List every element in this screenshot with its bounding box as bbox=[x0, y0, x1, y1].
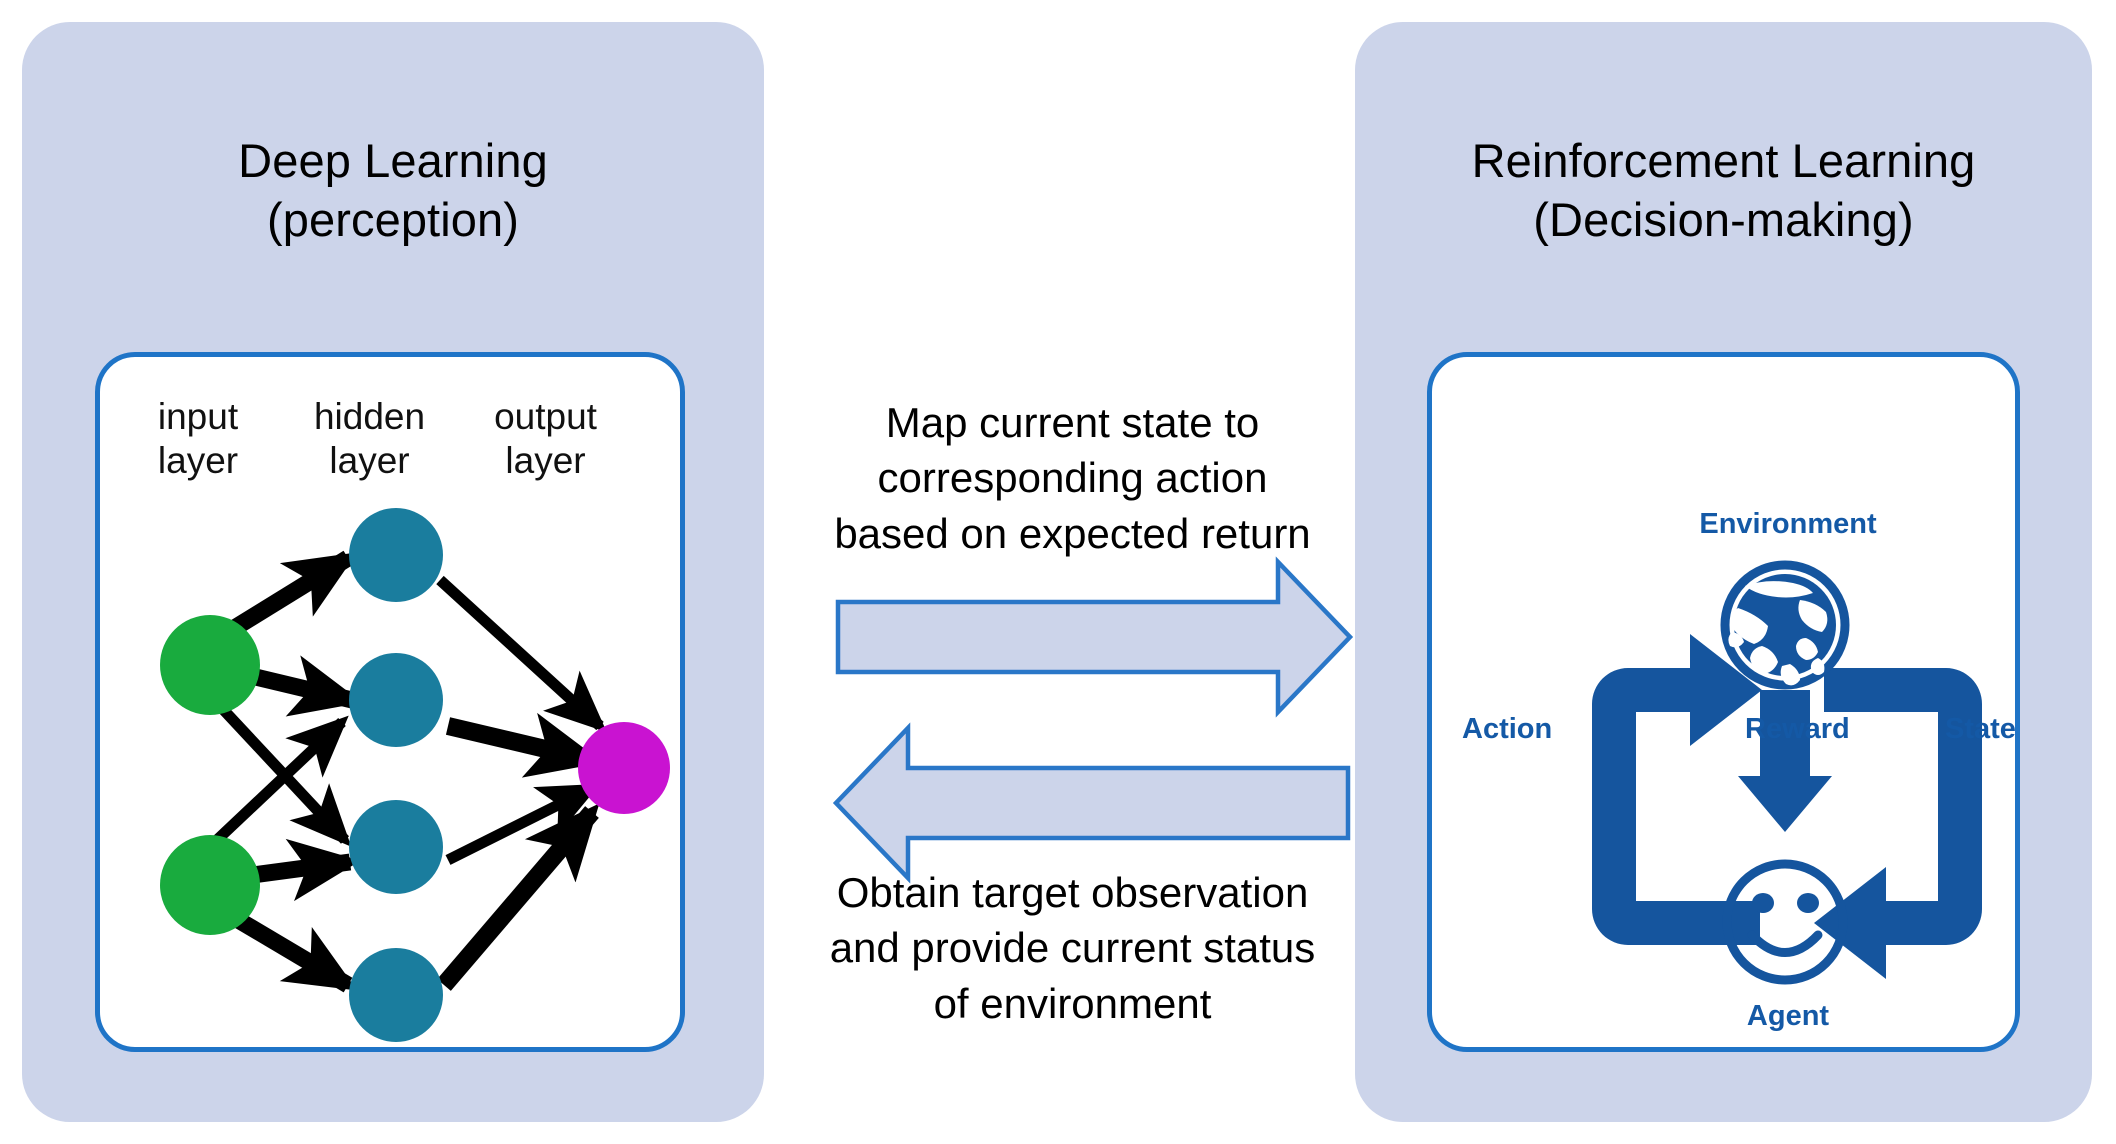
rl-title-line-2: (Decision-making) bbox=[1533, 192, 1914, 246]
backward-flow-caption: Obtain target observation and provide cu… bbox=[790, 865, 1355, 1031]
state-label: State bbox=[1945, 713, 2016, 745]
hidden-layer-caption-line-2: layer bbox=[329, 439, 410, 481]
rl-title-line-1: Reinforcement Learning bbox=[1471, 134, 1976, 187]
reinforcement-learning-title: Reinforcement Learning (Decision-making) bbox=[1355, 132, 2092, 250]
output-layer-caption-line-1: output bbox=[494, 396, 597, 437]
rl-cycle-card bbox=[1427, 352, 2020, 1052]
title-line-1: Deep Learning bbox=[238, 134, 548, 187]
input-layer-caption-line-1: input bbox=[157, 396, 239, 437]
forward-flow-caption: Map current state to corresponding actio… bbox=[790, 395, 1355, 561]
backward-caption-line-1: Obtain target observation bbox=[836, 869, 1309, 916]
forward-caption-line-3: based on expected return bbox=[834, 509, 1311, 557]
input-layer-caption-line-2: layer bbox=[157, 439, 239, 481]
title-line-2: (perception) bbox=[267, 192, 519, 246]
environment-label: Environment bbox=[1699, 508, 1877, 540]
backward-caption-line-3: of environment bbox=[933, 979, 1212, 1027]
deep-learning-title: Deep Learning (perception) bbox=[22, 132, 764, 250]
hidden-layer-caption-line-1: hidden bbox=[313, 396, 426, 437]
forward-caption-line-2: corresponding action bbox=[877, 454, 1268, 502]
output-layer-caption: output layer bbox=[458, 395, 633, 482]
action-label: Action bbox=[1462, 713, 1553, 745]
output-layer-caption-line-2: layer bbox=[505, 439, 586, 481]
forward-block-arrow bbox=[835, 556, 1354, 718]
backward-caption-line-2: and provide current status bbox=[829, 924, 1316, 972]
backward-block-arrow bbox=[832, 722, 1351, 884]
agent-label: Agent bbox=[1746, 1000, 1830, 1032]
forward-caption-line-1: Map current state to bbox=[885, 399, 1260, 446]
reward-label: Reward bbox=[1745, 713, 1850, 745]
hidden-layer-caption: hidden layer bbox=[282, 395, 457, 482]
input-layer-caption: input layer bbox=[118, 395, 278, 482]
